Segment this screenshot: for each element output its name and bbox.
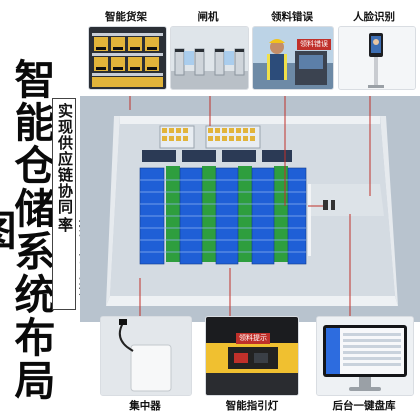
subtitle-line-1: 实现供应链协同 bbox=[56, 103, 74, 215]
page-title: 智能仓储系统布局图 bbox=[0, 58, 55, 402]
picking-error-badge: 领料错误 bbox=[297, 39, 331, 50]
guide-light-badge: 领料提示 bbox=[236, 333, 270, 344]
face-recognition-image bbox=[338, 26, 416, 90]
face-terminal-photo-icon bbox=[339, 27, 415, 89]
backend-monitor-image bbox=[316, 316, 414, 396]
label-picking-error: 领料错误 bbox=[271, 11, 313, 23]
warehouse-3d-render bbox=[80, 96, 420, 322]
shelf-photo-icon bbox=[89, 27, 166, 89]
concentrator-image bbox=[100, 316, 192, 396]
label-backend-inventory: 后台一键盘库 bbox=[332, 400, 396, 412]
concentrator-photo-icon bbox=[101, 317, 191, 395]
subtitle-box: 实现供应链协同 提高企业效率 bbox=[52, 98, 95, 310]
label-concentrator: 集中器 bbox=[129, 400, 161, 412]
label-smart-shelf: 智能货架 bbox=[105, 11, 147, 23]
warehouse-floor-plan bbox=[80, 96, 420, 322]
smart-shelf-image bbox=[88, 26, 167, 90]
label-turnstile: 闸机 bbox=[197, 11, 219, 23]
turnstile-photo-icon bbox=[171, 27, 248, 89]
monitor-photo-icon bbox=[317, 317, 413, 395]
top-shelves bbox=[159, 125, 261, 149]
worker-photo-icon bbox=[253, 27, 333, 89]
guide-light-image: 领料提示 bbox=[205, 316, 299, 396]
turnstile-image bbox=[170, 26, 249, 90]
label-face-recognition: 人脸识别 bbox=[353, 11, 395, 23]
label-guide-light: 智能指引灯 bbox=[225, 400, 279, 412]
picking-error-image: 领料错误 bbox=[252, 26, 334, 90]
guide-light-photo-icon bbox=[206, 317, 298, 395]
